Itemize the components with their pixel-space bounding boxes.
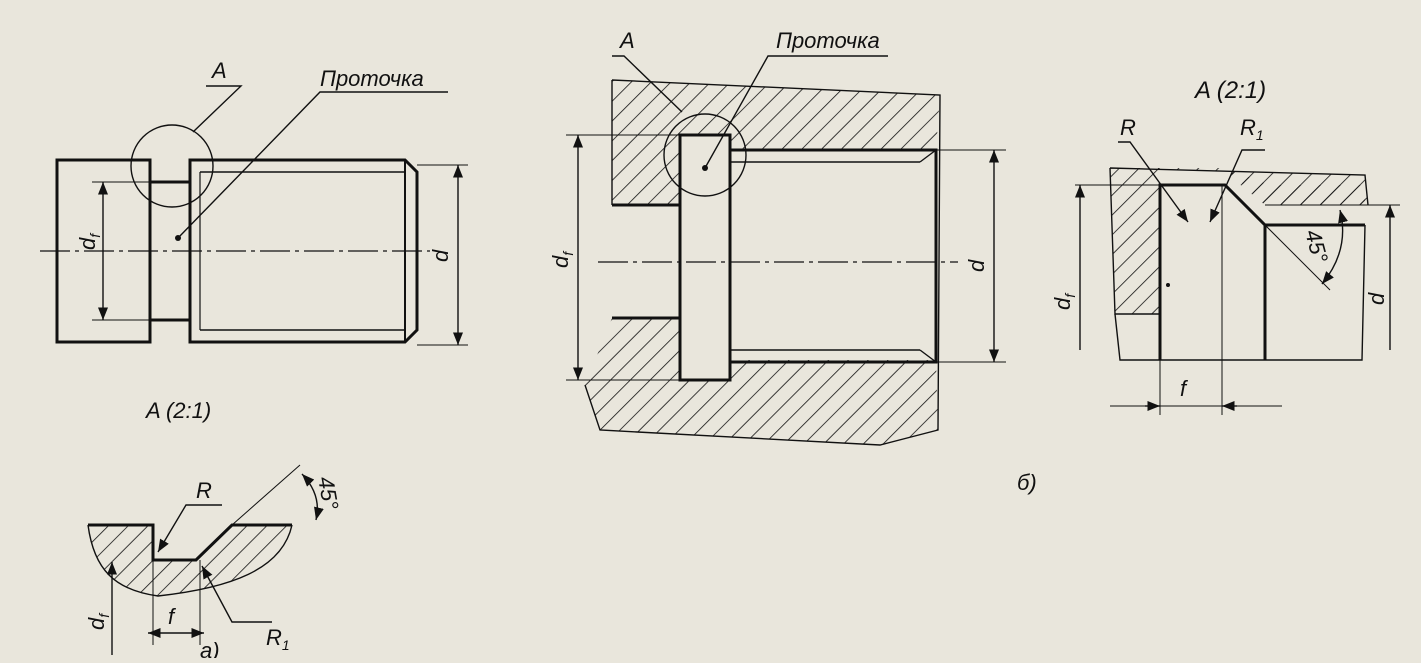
detail-callout-circle [130, 124, 214, 208]
groove-label: Проточка [320, 66, 424, 91]
left-shaft-view: A Проточка df d A (2:1) [40, 58, 468, 423]
df-label: df [75, 232, 103, 250]
detail-title: A (2:1) [1193, 77, 1266, 104]
thread-bore [730, 148, 938, 364]
angle-label: 45° [313, 475, 343, 512]
groove-label: Проточка [776, 28, 880, 53]
groove-section [678, 133, 732, 382]
f-label: f [1180, 376, 1189, 401]
d-label: d [1364, 292, 1389, 305]
d-label: d [964, 259, 989, 272]
df-label: df [84, 612, 112, 630]
radius-r-leader [157, 504, 222, 553]
left-groove-detail: R R1 45° f df а) [84, 464, 344, 663]
caption-a: а) [200, 638, 220, 658]
radius-r1-leader [1209, 149, 1265, 223]
f-label: f [168, 604, 177, 629]
r1-label: R1 [1240, 115, 1264, 143]
angle-label: 45° [1300, 227, 1333, 266]
radius-r-leader [1118, 141, 1189, 223]
r1-label: R1 [266, 625, 290, 653]
right-groove-detail: A (2:1) R R1 45° df d f [1050, 77, 1400, 415]
detail-title: A (2:1) [144, 398, 211, 423]
r-label: R [196, 478, 212, 503]
detail-callout-circle [663, 113, 747, 197]
middle-bore-view: A Проточка df d б) [548, 28, 1037, 495]
callout-a-label: A [618, 28, 635, 53]
groove-profile [1158, 183, 1365, 314]
caption-b: б) [1017, 470, 1037, 495]
df-label: df [1050, 292, 1078, 310]
radius-r1-leader [201, 565, 272, 623]
groove-profile [88, 523, 292, 562]
d-label: d [428, 249, 453, 262]
r-label: R [1120, 115, 1136, 140]
angle-arc [1321, 209, 1348, 285]
df-label: df [548, 250, 576, 268]
angle-arc [301, 473, 324, 521]
callout-a-label: A [210, 58, 227, 83]
